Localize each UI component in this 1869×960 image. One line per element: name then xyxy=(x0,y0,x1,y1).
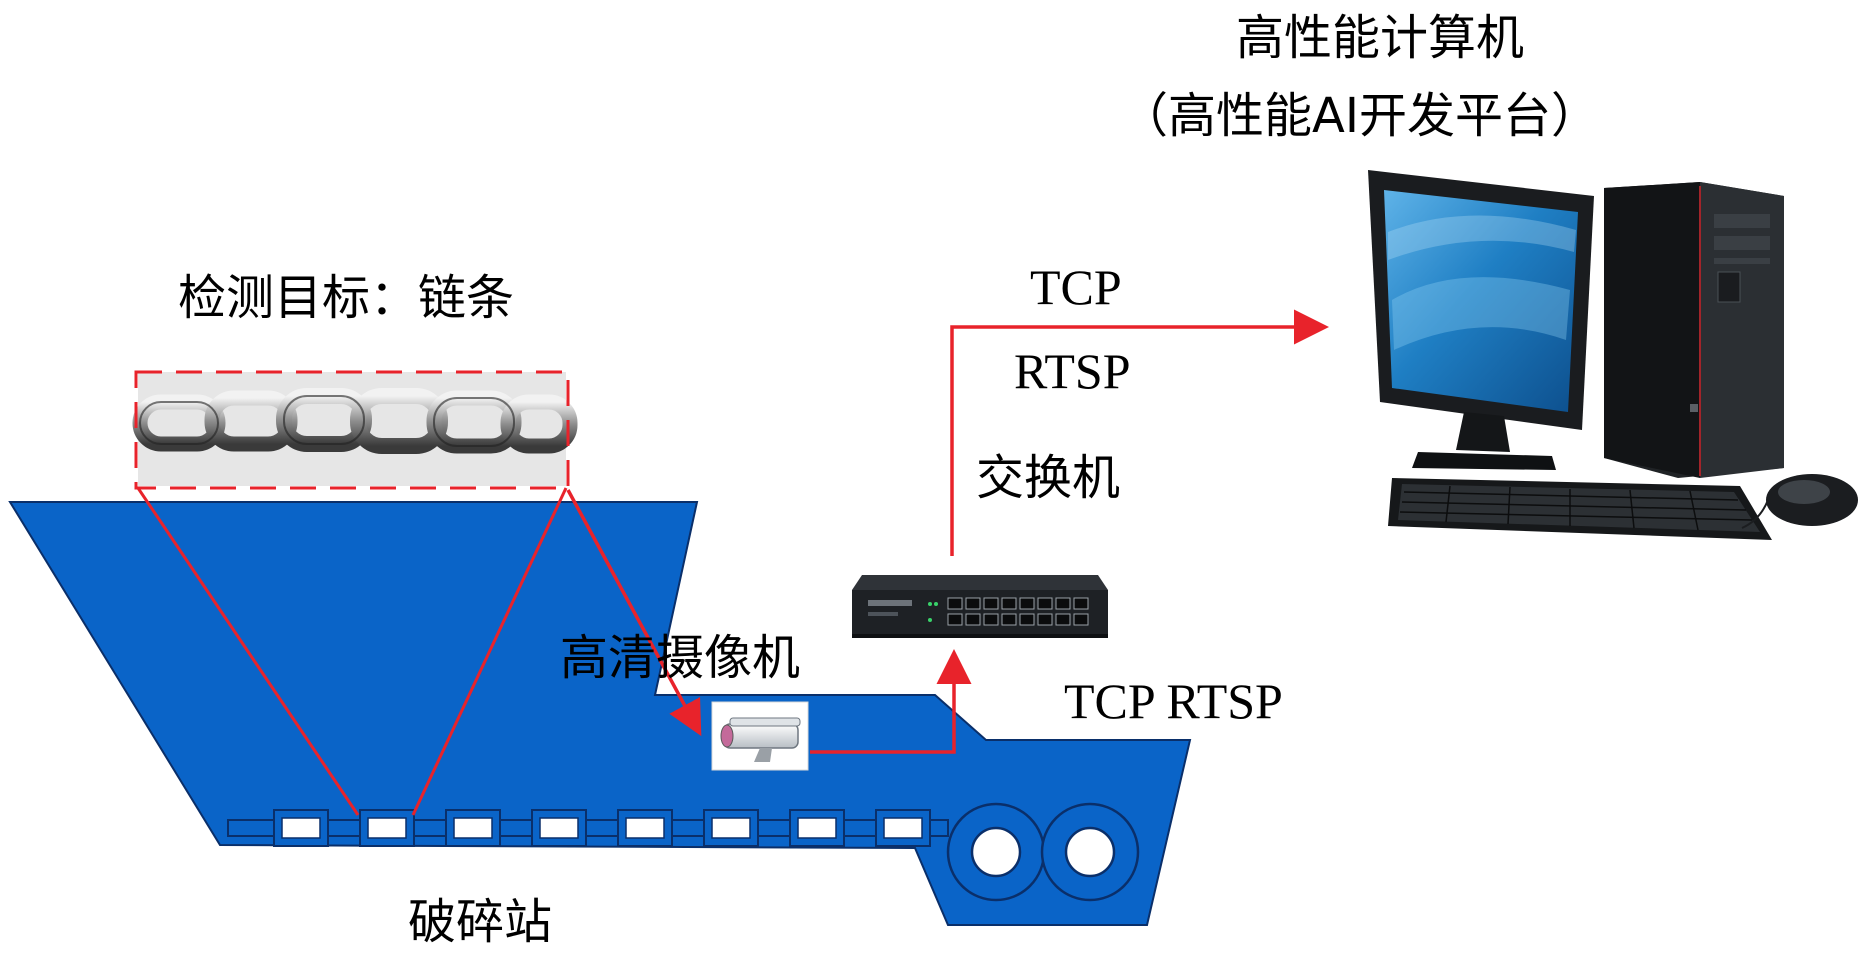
switch-label: 交换机 xyxy=(976,450,1121,506)
crusher-rollers xyxy=(946,802,1140,902)
computer-mouse xyxy=(1741,474,1858,529)
protocol-lower: TCP RTSP xyxy=(1064,673,1283,729)
data-flow-arrows xyxy=(566,309,1329,754)
protocol-upper-tcp: TCP xyxy=(1030,259,1122,315)
conveyor-scrapers xyxy=(273,809,931,847)
computer-keyboard xyxy=(1388,478,1772,540)
computer-tower xyxy=(1604,182,1784,478)
camera-view-lines xyxy=(136,487,568,816)
security-camera-icon xyxy=(711,701,809,771)
computer-monitor xyxy=(1368,170,1594,470)
arrow-camera-to-switch xyxy=(810,649,972,754)
crushing-station xyxy=(8,501,1192,926)
arrow-switch-to-computer xyxy=(950,309,1329,556)
camera-label: 高清摄像机 xyxy=(560,630,801,686)
chain-highlight-box xyxy=(134,370,570,490)
network-switch-icon xyxy=(852,575,1108,638)
target-label: 检测目标：链条 xyxy=(178,270,515,326)
station-label: 破碎站 xyxy=(408,894,553,950)
arrow-chain-to-camera xyxy=(566,489,702,737)
protocol-upper-rtsp: RTSP xyxy=(1014,343,1131,399)
desktop-computer-icon xyxy=(1368,170,1858,540)
computer-title: 高性能计算机 xyxy=(1236,10,1525,66)
computer-subtitle: （高性能AI开发平台） xyxy=(1120,88,1599,144)
chain-icon xyxy=(132,370,578,490)
